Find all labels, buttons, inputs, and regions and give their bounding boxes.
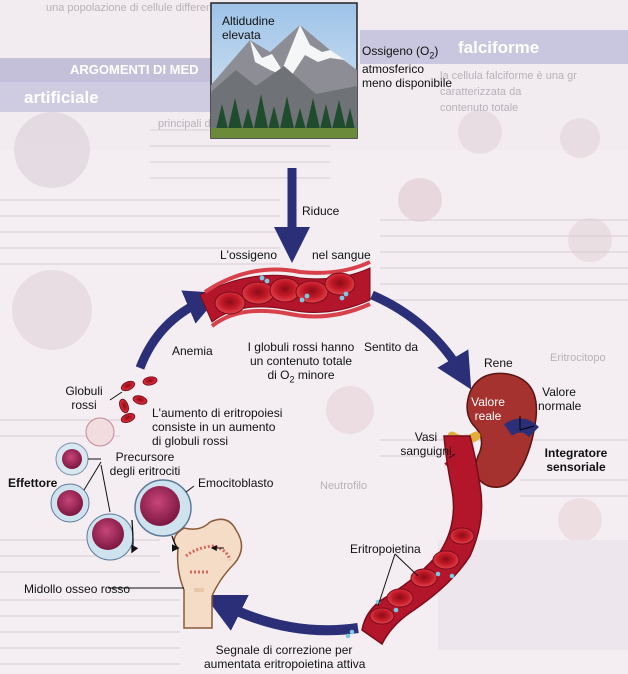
developing-cells	[50, 417, 192, 561]
blood-vessels-label: Vasi sanguigni	[400, 430, 452, 458]
background-text-top: una popolazione di cellule differenziate	[46, 2, 236, 14]
sensed-by-arrow	[370, 290, 472, 390]
blood-oxygen-label: L'ossigeno	[220, 248, 277, 262]
hemocytoblast-label: Emocitoblasto	[198, 476, 274, 490]
background-text-line: la cellula falciforme è una gr	[440, 70, 577, 82]
sensory-integrator-label: Integratore sensoriale	[544, 446, 608, 474]
background-heading-right: falciforme	[458, 38, 540, 57]
feedback-arrows-small	[131, 519, 180, 554]
anemia-label: Anemia	[172, 344, 213, 358]
effector-label: Effettore	[8, 476, 58, 490]
red-cells-oxygen-text: I globuli rossi hanno un contenuto total…	[247, 340, 355, 385]
reduces-label: Riduce	[302, 204, 340, 218]
red-blood-cells-label: Globuli rossi	[65, 384, 103, 412]
sensed-by-label: Sentito da	[364, 340, 419, 354]
background-text-line: principali dell	[158, 118, 222, 130]
altitude-label: Altidudine elevata	[222, 14, 275, 42]
erythrocyte-precursor-label: Precursore degli eritrociti	[109, 450, 181, 478]
correction-signal-label: Segnale di correzione per aumentata erit…	[204, 643, 366, 671]
anemia-arrow	[135, 290, 222, 370]
red-blood-cells-cluster	[119, 376, 158, 423]
blood-vessel-right	[345, 435, 483, 646]
in-blood-label: nel sangue	[312, 248, 371, 262]
normal-value-label: Valore normale	[538, 385, 582, 413]
background-text-line: contenuto totale	[440, 102, 519, 114]
mountain-scene-image	[210, 2, 358, 139]
red-bone-marrow-label: Midollo osseo rosso	[24, 582, 131, 596]
background-heading-left-sub: artificiale	[24, 88, 99, 107]
background-text-line: caratterizzata da	[440, 86, 522, 98]
blood-vessel-top	[199, 260, 371, 328]
signal-arrow	[204, 595, 359, 636]
leader-lines	[83, 391, 456, 607]
background-heading-left: ARGOMENTI DI MED	[70, 62, 199, 77]
actual-value-label: Valore reale	[471, 395, 505, 423]
erythropoiesis-increase-text: L'aumento di eritropoiesi consiste in un…	[152, 406, 283, 448]
kidney-label: Rene	[484, 356, 513, 370]
cycle-arrows	[135, 168, 472, 636]
background-text-line: Neutrofilo	[320, 480, 368, 492]
atmospheric-oxygen-label: Ossigeno (O2) atmosferico meno disponibi…	[362, 44, 453, 91]
background-text-line: Eritrocitopo	[550, 352, 606, 364]
bone-marrow-illustration	[173, 518, 243, 629]
erythropoietin-label: Eritropoietina	[350, 542, 421, 556]
